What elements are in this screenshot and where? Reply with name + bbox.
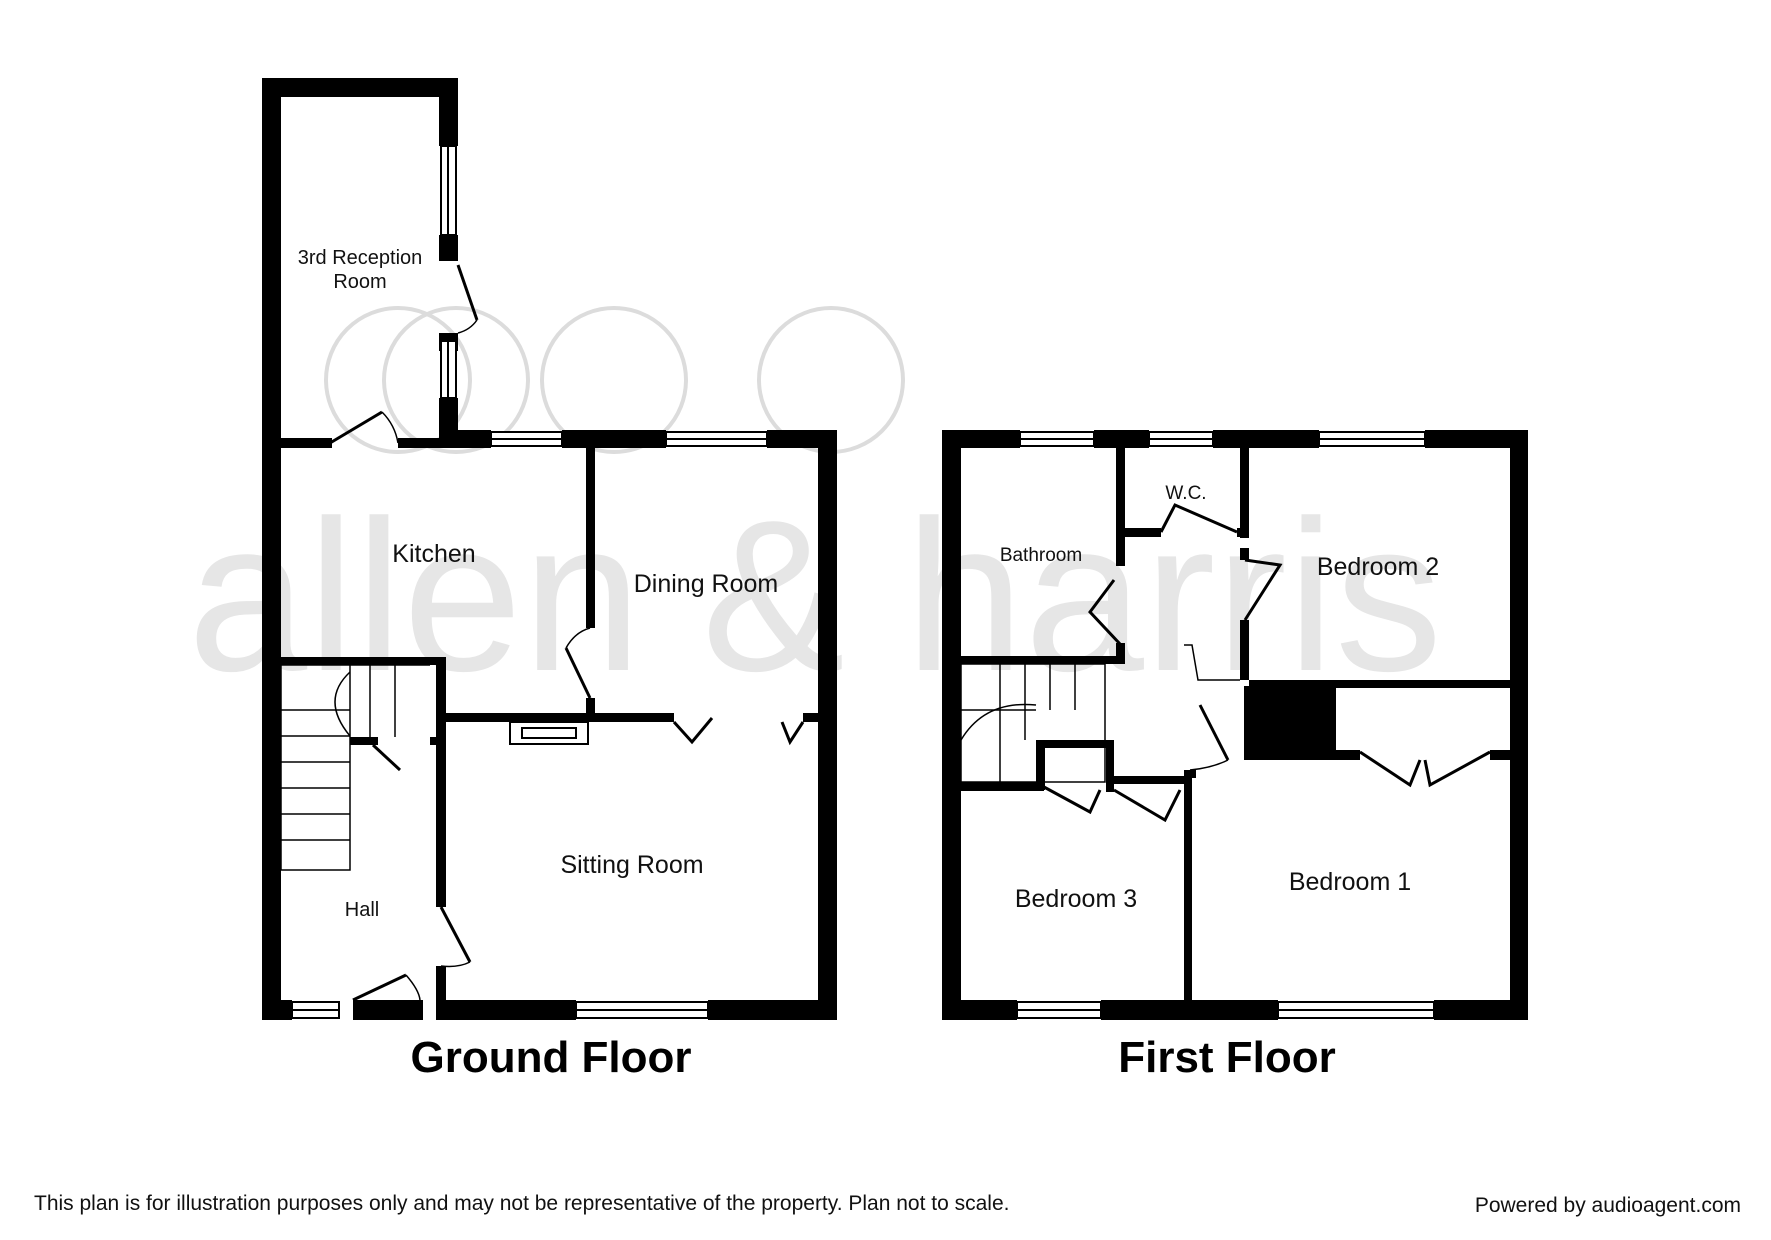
- room-label-bedroom-3: Bedroom 3: [1015, 885, 1137, 913]
- first-floor-windows: [1016, 431, 1435, 1019]
- room-label-3rd-reception-line1: 3rd Reception: [298, 247, 423, 269]
- floor-title-first: First Floor: [1118, 1033, 1336, 1082]
- ground-floor-walls: [262, 78, 837, 1020]
- room-label-bedroom-1: Bedroom 1: [1289, 868, 1411, 896]
- room-label-wc: W.C.: [1165, 483, 1206, 504]
- floor-title-ground: Ground Floor: [410, 1033, 691, 1082]
- room-label-3rd-reception-line2: Room: [333, 271, 386, 293]
- disclaimer-text: This plan is for illustration purposes o…: [34, 1192, 1010, 1215]
- room-label-hall: Hall: [345, 899, 379, 921]
- room-label-kitchen: Kitchen: [392, 540, 475, 568]
- room-label-bathroom: Bathroom: [1000, 545, 1082, 566]
- watermark-text: allen & harris: [188, 475, 1443, 716]
- first-floor-doors: [1043, 503, 1491, 823]
- ground-floor-labels: 3rd Reception Room Kitchen Dining Room S…: [298, 247, 779, 1082]
- first-floor-walls: [942, 430, 1528, 1020]
- watermark: allen & harris: [188, 306, 1443, 716]
- room-label-bedroom-2: Bedroom 2: [1317, 553, 1439, 581]
- ground-floor-windows: [291, 145, 768, 1019]
- room-label-dining-room: Dining Room: [634, 570, 779, 598]
- fireplace: [509, 721, 589, 745]
- ground-floor-doors: [329, 264, 805, 1002]
- room-label-sitting-room: Sitting Room: [560, 851, 703, 879]
- first-floor-stairs: [960, 663, 1106, 783]
- powered-by-text: Powered by audioagent.com: [1474, 1194, 1741, 1217]
- ground-floor-stairs: [280, 664, 430, 871]
- first-floor-labels: Bathroom W.C. Bedroom 2 Bedroom 3 Bedroo…: [1000, 483, 1439, 1082]
